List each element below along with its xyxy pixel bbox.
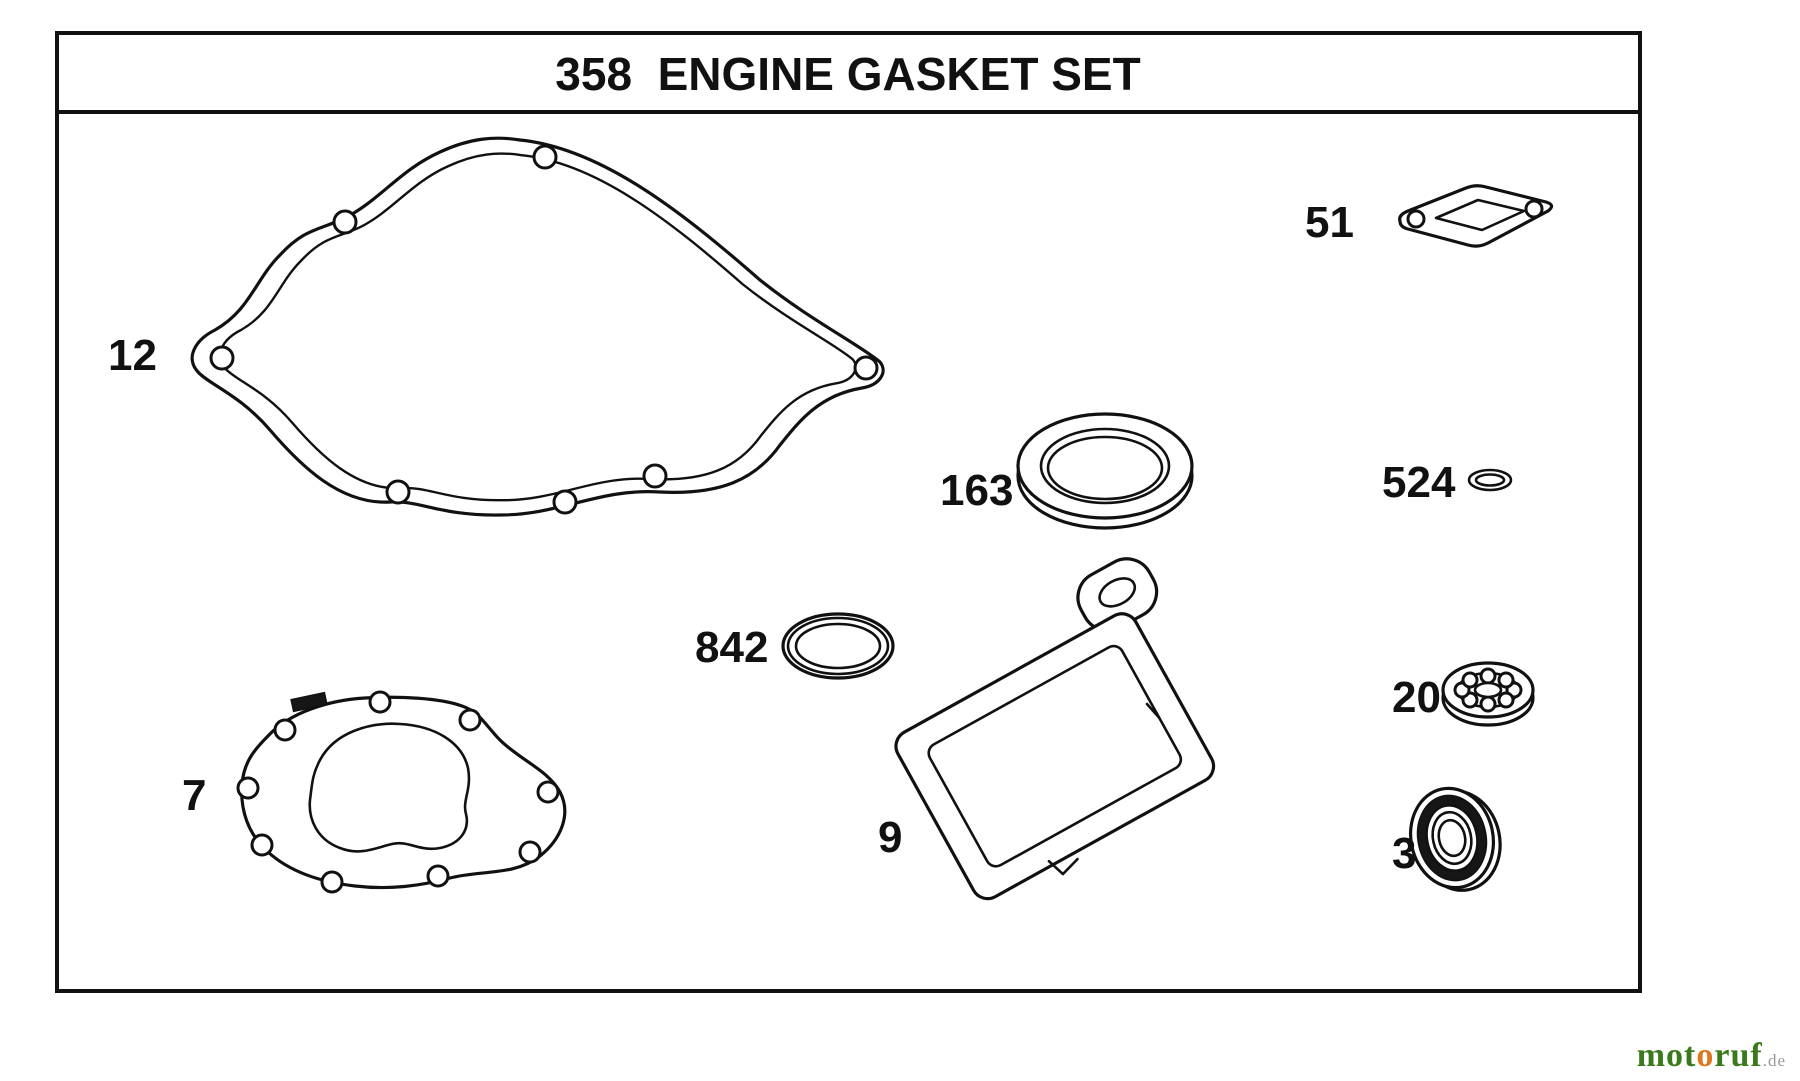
bolt-hole [642,463,668,489]
part-label-51: 51 [1305,198,1354,247]
bolt-hole [209,345,235,371]
alignment-notch [290,691,328,713]
tab-hole [1098,577,1137,608]
scallop [1461,671,1479,689]
part-label-20: 20 [1392,673,1441,722]
watermark-accent: o [1696,1037,1715,1074]
large-ring-gasket-drawing: 163 [940,412,1194,530]
bolt-hole [552,489,578,515]
center-hole [1473,681,1503,699]
bolt-hole [426,864,450,888]
medium-ring-gasket-drawing: 842 [695,612,895,680]
ring-outer-second [786,616,890,676]
crankcase-gasket-drawing: 12 [108,136,885,517]
part-label-12: 12 [108,331,157,380]
page-title: 358 ENGINE GASKET SET [555,48,1140,100]
bolt-hole [518,840,542,864]
small-o-ring-drawing: 524 [1382,458,1513,507]
bolt-hole [1524,199,1544,219]
watermark: motoruf.de [1637,1037,1786,1075]
bolt-hole [320,870,344,894]
seal-bore [1437,818,1467,858]
scallop [1479,695,1497,713]
gasket-inner-opening [927,644,1183,868]
watermark-suffix: .de [1762,1051,1786,1070]
oil-seal-drawing [1408,786,1502,892]
bolt-hole [250,833,274,857]
tick-mark [1145,702,1161,720]
exhaust-gasket-drawing: 51 [1305,184,1554,248]
scallop [1479,667,1497,685]
ring-inner-edge [1046,435,1164,501]
seal-inner-ring [1431,810,1473,866]
bolt-hole [368,690,392,714]
cylinder-head-gasket-drawing: 7 [182,690,567,894]
part-label-3: 3 [1392,829,1416,878]
staple-mark [1047,857,1079,876]
gasket-inner-opening [1434,198,1526,232]
bearing-ring-drawing: 20 [1392,661,1535,727]
scallop [1497,671,1515,689]
bolt-hole [273,718,297,742]
combustion-opening [308,722,471,853]
bolt-hole [332,209,358,235]
breather-gasket-drawing [894,557,1216,901]
watermark-text: mot [1636,1037,1697,1074]
bolt-hole [1406,209,1426,229]
part-label-163: 163 [940,466,1013,515]
part-label-9: 9 [878,813,902,862]
bolt-hole [532,144,558,170]
scallop [1497,691,1515,709]
gasket-inner-outline [218,152,857,502]
ring-inner [1039,427,1171,505]
part-label-524: 524 [1382,458,1456,507]
bolt-hole [853,355,879,381]
part-label-842: 842 [695,623,768,672]
bolt-hole [458,708,482,732]
bolt-hole [385,479,411,505]
part-label-7: 7 [182,771,206,820]
gasket-outer-outline [1398,184,1554,248]
gasket-outer-outline [190,136,885,517]
ring-inner [794,622,882,670]
o-ring-inner [1474,473,1506,487]
watermark-text: ruf [1714,1037,1763,1074]
bolt-hole [536,780,560,804]
bolt-hole [236,776,260,800]
